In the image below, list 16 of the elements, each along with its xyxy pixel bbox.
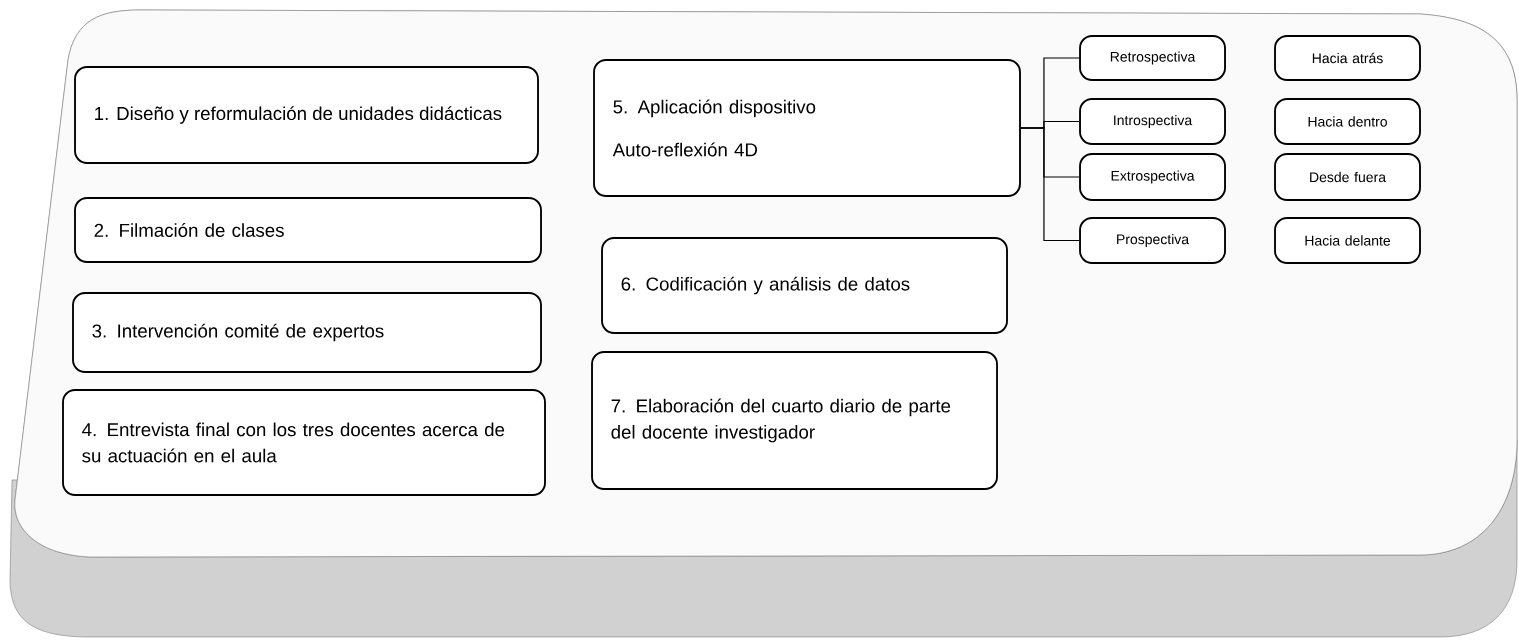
category-box: Hacia atrás	[1274, 35, 1421, 81]
step-box: 4. Entrevista final con los tres docentes acerca de su actuación en el aula	[62, 389, 546, 496]
step-box: 1. Diseño y reformulación de unidades didácticas	[74, 66, 539, 164]
step-box: 7. Elaboración del cuarto diario de parte del docente investigador	[591, 351, 998, 490]
category-box: Prospectiva	[1079, 217, 1226, 264]
category-box: Extrospectiva	[1079, 153, 1226, 201]
category-box: Hacia delante	[1274, 217, 1421, 264]
category-box: Hacia dentro	[1274, 98, 1421, 145]
category-box: Retrospectiva	[1079, 35, 1226, 81]
step-box: 5. Aplicación dispositivo Auto-reflexión 4D	[593, 59, 1021, 197]
category-box: Desde fuera	[1274, 153, 1421, 201]
step-box: 2. Filmación de clases	[74, 197, 542, 263]
category-box: Introspectiva	[1079, 98, 1226, 145]
step-box: 6. Codificación y análisis de datos	[601, 237, 1008, 334]
step-box: 3. Intervención comité de expertos	[72, 292, 542, 373]
connector-line	[1020, 127, 1080, 242]
